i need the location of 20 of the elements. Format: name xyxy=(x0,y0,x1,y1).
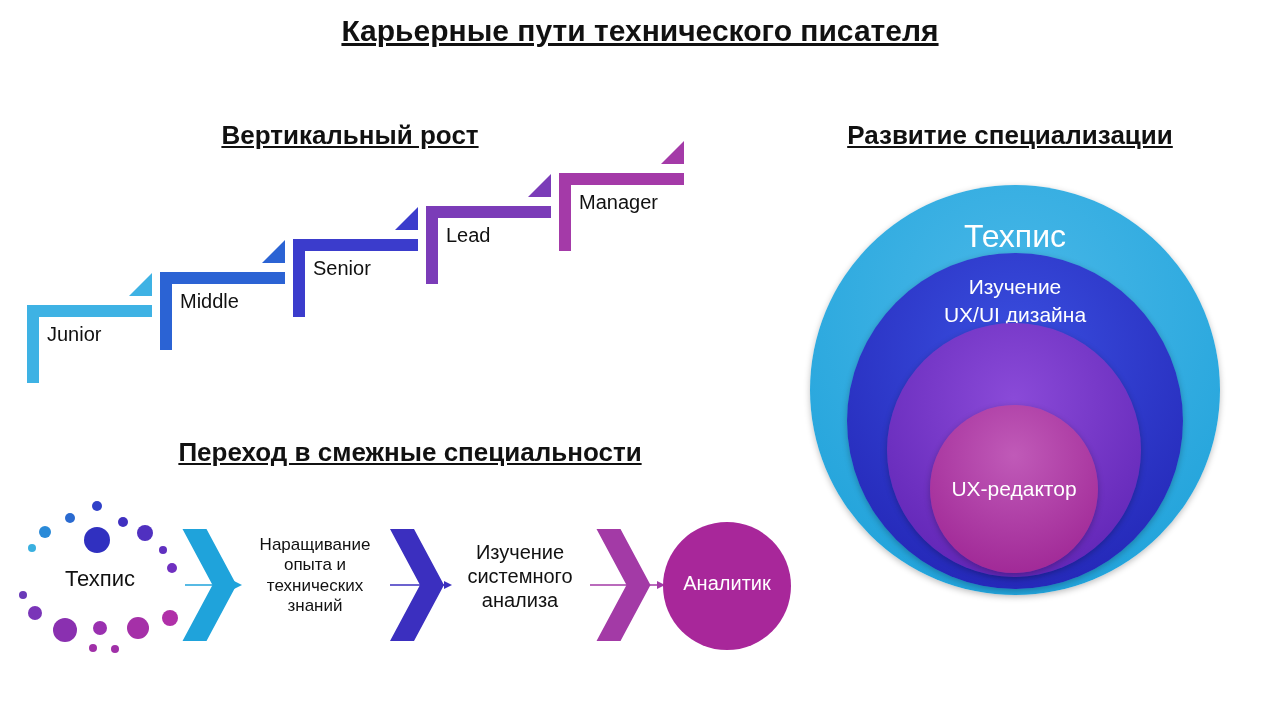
circle-label: UX-редактор xyxy=(950,476,1078,502)
diagram-title: Карьерные пути технического писателя xyxy=(340,14,940,48)
section-heading: Вертикальный рост xyxy=(220,120,480,151)
nested-circle xyxy=(930,405,1098,573)
step-label: Middle xyxy=(180,290,239,313)
section-heading: Развитие специализации xyxy=(846,120,1174,151)
chevron-arrow xyxy=(589,529,664,641)
step-label: Lead xyxy=(446,224,491,247)
step-label: Manager xyxy=(579,191,658,214)
node-label: Техпис xyxy=(63,566,137,592)
step-text: Изучение системного анализа xyxy=(466,540,574,612)
step-text: Наращивание опыта и технических знаний xyxy=(258,535,372,617)
chevron-arrow xyxy=(389,529,452,641)
circle-label: Изучение UX/UI дизайна xyxy=(942,274,1088,329)
circle-label: Аналитик xyxy=(682,572,772,595)
step-label: Senior xyxy=(313,257,371,280)
circle-label: Техпис xyxy=(962,217,1067,256)
section-heading: Переход в смежные специальности xyxy=(177,437,643,468)
step-label: Junior xyxy=(47,323,102,346)
chevron-arrow xyxy=(182,529,242,641)
